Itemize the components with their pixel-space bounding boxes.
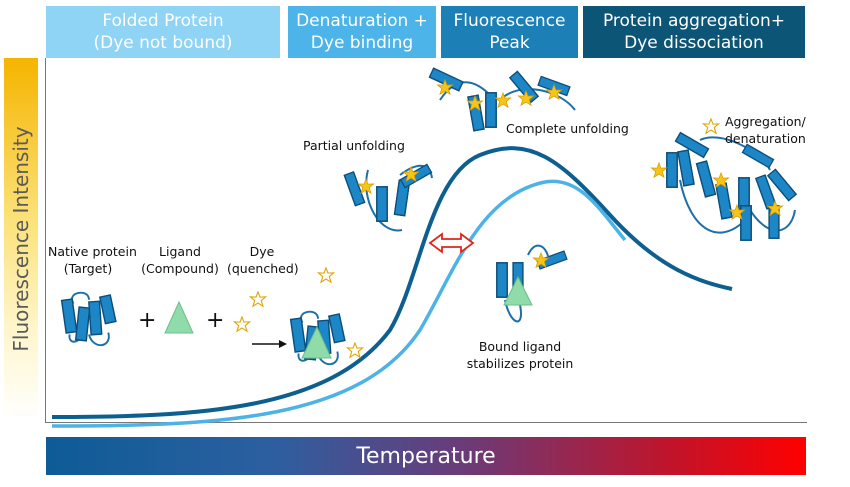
bound-ligand-label-line2: stabilizes protein xyxy=(466,356,574,371)
tm-shift-arrow xyxy=(428,232,475,254)
stage-fluorescence-peak-line1: Fluorescence xyxy=(453,11,566,31)
bound-ligand-label: Bound ligand stabilizes protein xyxy=(460,338,580,372)
temperature-gradient-bar: Temperature xyxy=(46,437,806,475)
aggregation-label: Aggregation/ denaturation xyxy=(725,113,806,147)
x-axis-line xyxy=(45,422,807,423)
stage-fluorescence-peak: Fluorescence Peak xyxy=(441,6,578,58)
stage-folded-protein-line1: Folded Protein xyxy=(102,11,224,31)
complete-unfolding-label: Complete unfolding xyxy=(506,121,629,136)
stage-aggregation-line2: Dye dissociation xyxy=(624,33,764,53)
ligand-label-line2: (Compound) xyxy=(141,261,219,276)
stage-denaturation-line1: Denaturation + xyxy=(296,11,428,31)
plus-sign-2: + xyxy=(206,308,225,333)
binding-arrow xyxy=(252,340,287,348)
stage-folded-protein-line2: (Dye not bound) xyxy=(93,33,233,53)
protein-ligand-complex-icon xyxy=(289,310,364,366)
native-protein-label-line2: (Target) xyxy=(63,261,113,276)
complete-unfolding-protein-icon xyxy=(428,67,576,132)
melt-curve-ligand-bound xyxy=(51,179,627,428)
stage-folded-protein: Folded Protein (Dye not bound) xyxy=(46,6,280,58)
native-protein-icon xyxy=(60,291,117,347)
x-axis-label: Temperature xyxy=(356,443,496,469)
partial-unfolding-protein-icon xyxy=(343,163,433,232)
stage-denaturation-line2: Dye binding xyxy=(310,33,414,53)
native-protein-label-line1: Native protein xyxy=(48,244,137,259)
y-axis-line xyxy=(45,58,46,423)
ligand-label: Ligand (Compound) xyxy=(140,243,220,277)
aggregation-label-line1: Aggregation/ xyxy=(725,114,806,129)
stage-aggregation-line1: Protein aggregation+ xyxy=(602,11,786,31)
ligand-triangle-icon xyxy=(164,300,194,334)
dye-label-line1: Dye xyxy=(249,244,275,259)
native-protein-label: Native protein (Target) xyxy=(48,243,137,277)
ligand-label-line1: Ligand xyxy=(159,244,201,259)
bound-ligand-label-line1: Bound ligand xyxy=(478,339,562,354)
partial-unfolding-label: Partial unfolding xyxy=(303,138,405,153)
fluorescence-gradient-bar xyxy=(4,58,38,420)
stage-aggregation: Protein aggregation+ Dye dissociation xyxy=(583,6,805,58)
stage-denaturation: Denaturation + Dye binding xyxy=(288,6,436,58)
stabilized-protein-icon xyxy=(496,244,568,323)
stage-fluorescence-peak-line2: Peak xyxy=(489,33,530,53)
plus-sign-1: + xyxy=(138,308,157,333)
dye-label-line2: (quenched) xyxy=(227,261,299,276)
dye-label: Dye (quenched) xyxy=(227,243,299,277)
aggregated-protein-icon xyxy=(650,118,797,241)
melt-curve-unbound xyxy=(51,146,733,419)
aggregation-label-line2: denaturation xyxy=(725,131,806,146)
